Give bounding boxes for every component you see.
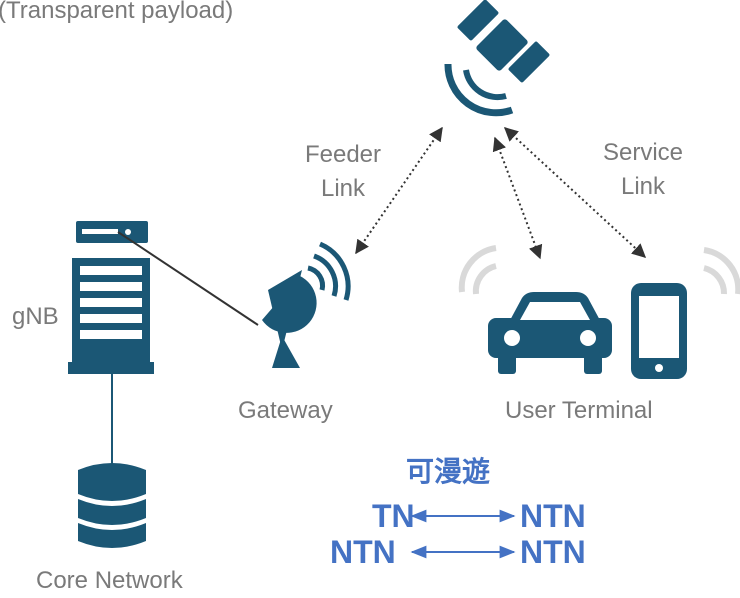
- car-icon: [488, 292, 612, 374]
- user-terminal-label: User Terminal: [505, 397, 653, 424]
- signal-arcs-icon: [458, 245, 740, 295]
- diagram-title: (Transparent payload): [0, 0, 234, 24]
- satellite-icon: [444, 0, 550, 117]
- gateway-dish-icon: [262, 241, 351, 368]
- gnb-server-icon: [68, 221, 154, 374]
- feeder-link-label-line2: Link: [320, 175, 366, 202]
- service-link-label-line2: Link: [620, 173, 666, 200]
- gnb-gateway-link: [117, 231, 259, 326]
- core-network-label: Core Network: [36, 567, 183, 594]
- smartphone-icon: [631, 283, 687, 379]
- gateway-label: Gateway: [238, 397, 333, 424]
- roaming-row-2-from: NTN: [330, 534, 396, 570]
- roaming-row-2-to: NTN: [520, 534, 586, 570]
- service-link-label-line1: Service: [602, 139, 684, 166]
- service-link-line: [492, 127, 647, 260]
- roaming-heading: 可漫遊: [406, 456, 491, 487]
- feeder-link-line: [355, 126, 443, 255]
- roaming-row-1-from: TN: [372, 498, 415, 534]
- service-link-label: Service Link: [588, 136, 698, 204]
- roaming-row-1-to: NTN: [520, 498, 586, 534]
- gnb-label: gNB: [12, 303, 59, 330]
- database-icon: [78, 463, 146, 548]
- feeder-link-label-line1: Feeder: [304, 141, 382, 168]
- feeder-link-label: Feeder Link: [288, 138, 398, 206]
